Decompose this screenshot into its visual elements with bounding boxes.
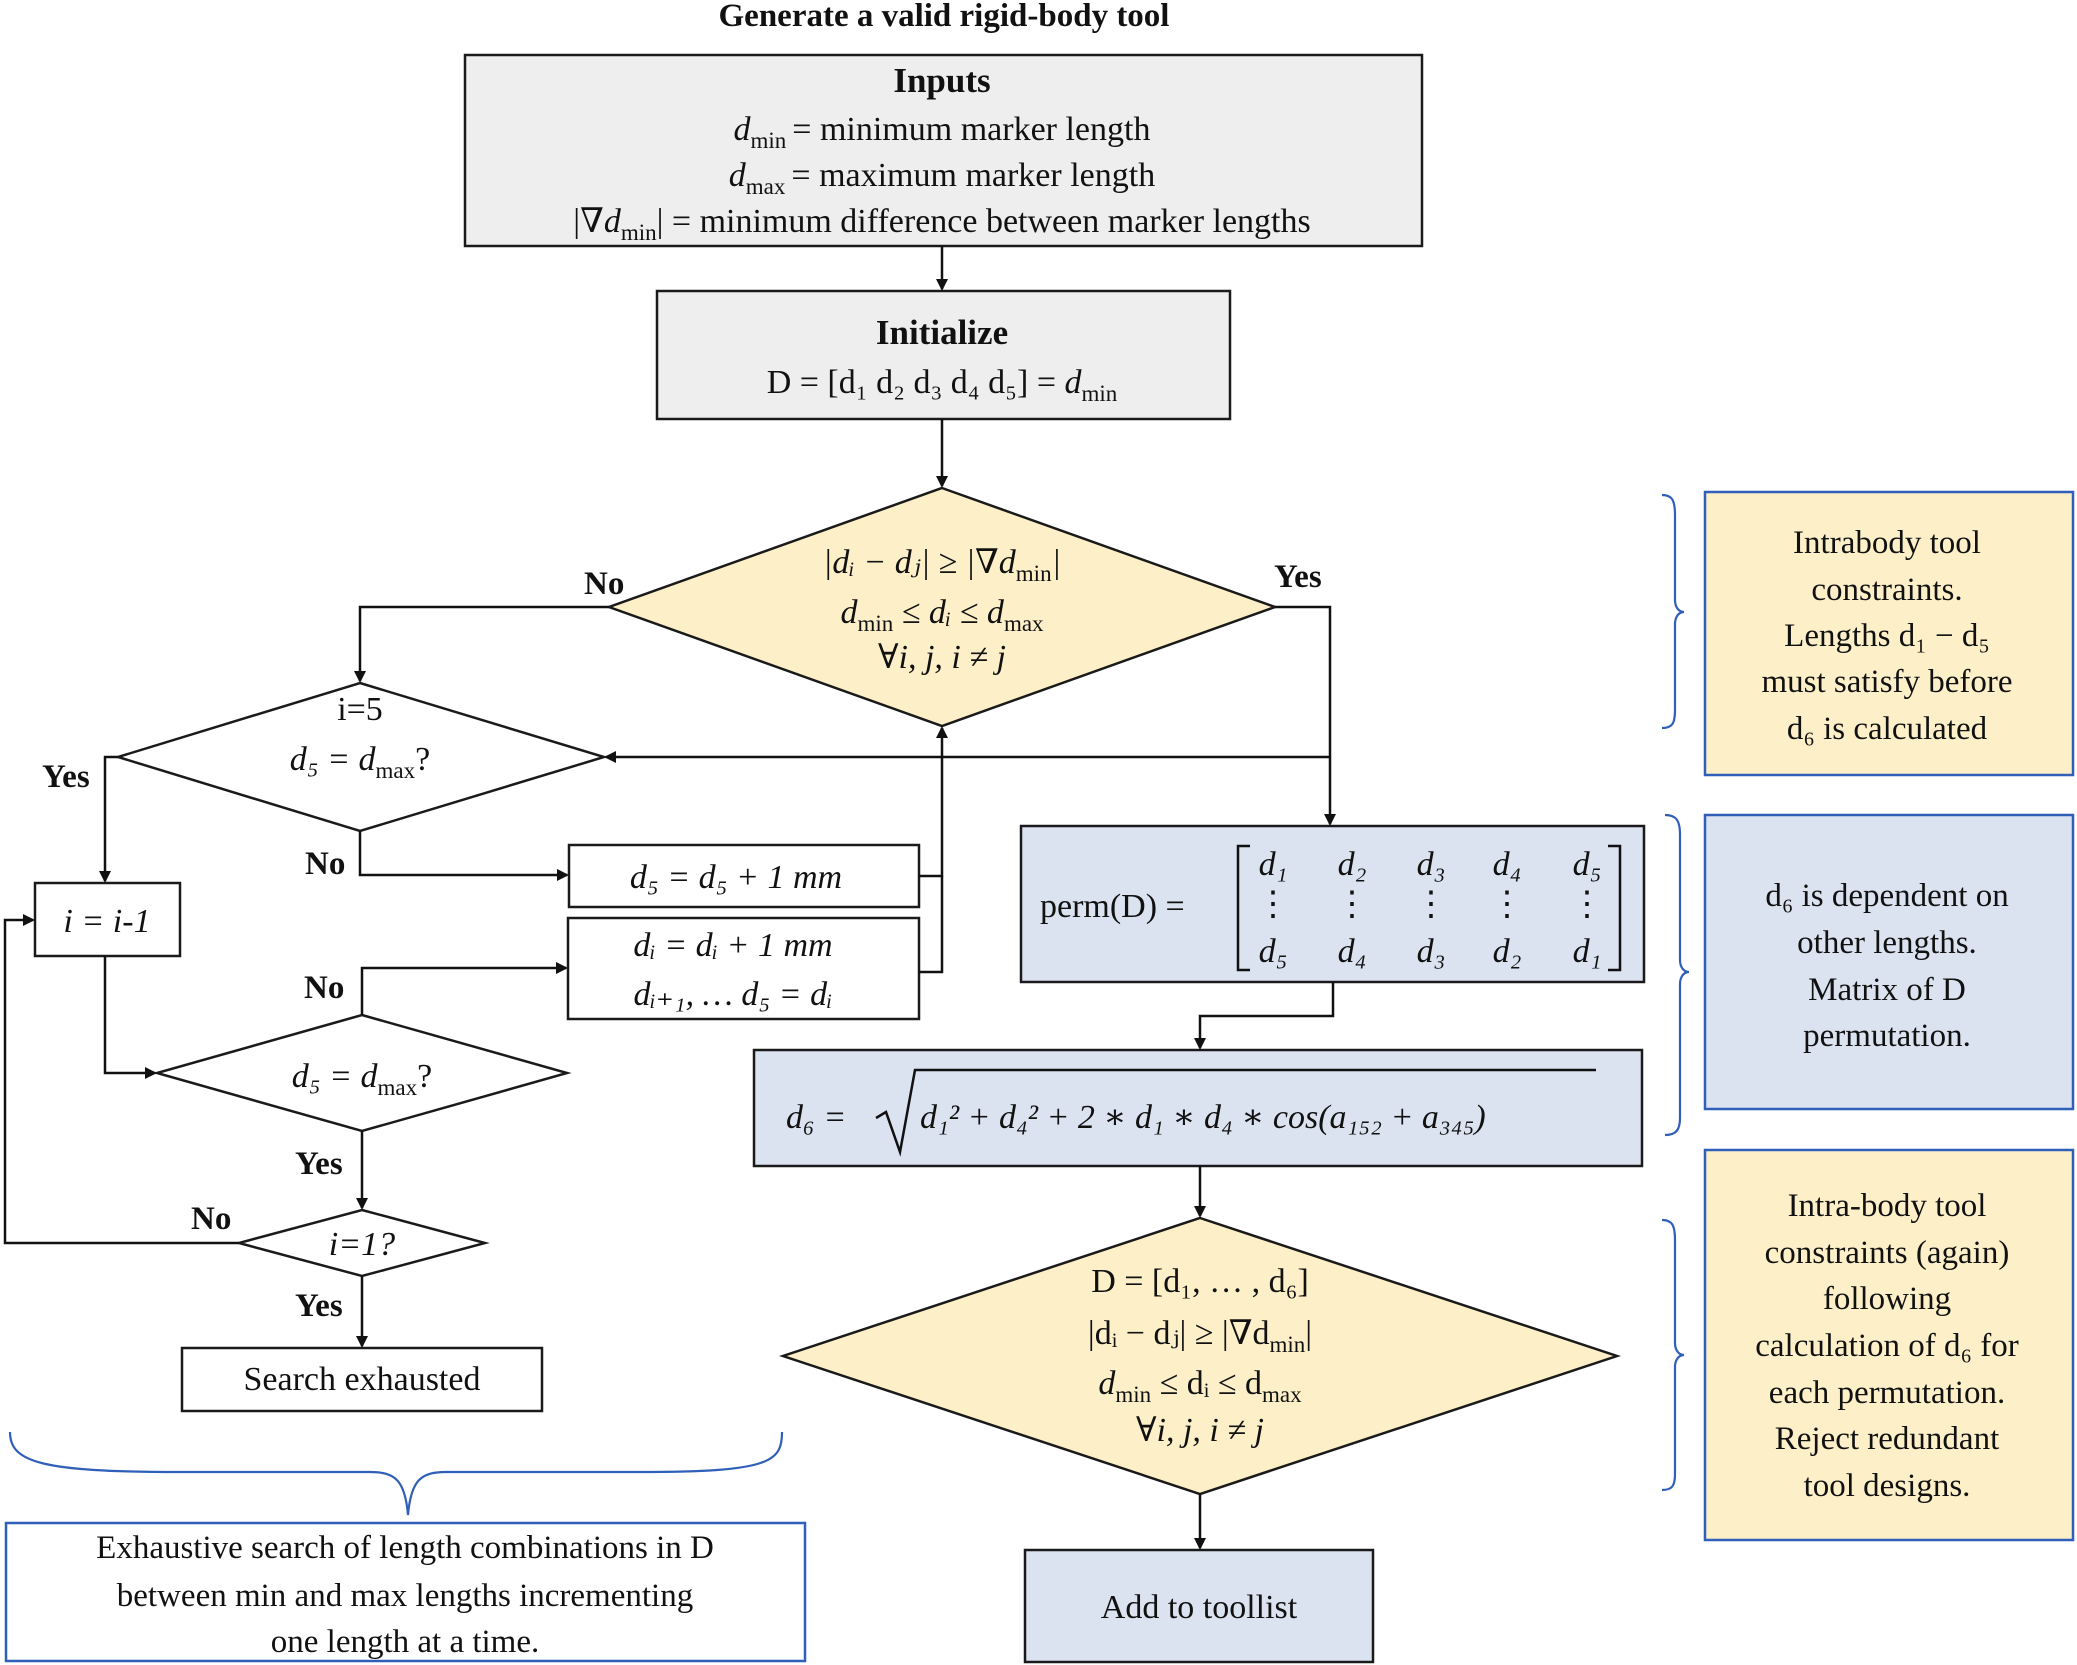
constraint-yes-label: Yes: [1274, 559, 1322, 595]
check-i5-line2: d₅ = dmax?: [290, 741, 430, 783]
constraint-no-label: No: [584, 566, 624, 602]
exhaustive-note-box: Exhaustive search of length combinations…: [4, 1521, 807, 1663]
svg-text:d₄: d₄: [1493, 846, 1522, 883]
exhaustive-note-line2: between min and max lengths incrementing: [117, 1578, 693, 1614]
note-dependent-line4: permutation.: [1803, 1018, 1971, 1054]
decrement-i-box: i = i-1: [33, 881, 182, 958]
increment-d5-box: d₅ = d₅ + 1 mm: [567, 843, 921, 909]
note-intra-again: Intra-body tool constraints (again) foll…: [1703, 1148, 2075, 1542]
d6-formula-rhs: d₁² + d₄² + 2 ∗ d₁ ∗ d₄ ∗ cos(a₁₅₂ + a₃₄…: [920, 1099, 1486, 1136]
note-intra-again-line6: Reject redundant: [1775, 1421, 2000, 1457]
d6-formula-lhs: d₆ =: [786, 1099, 846, 1136]
svg-text:d₁: d₁: [1573, 933, 1602, 970]
perm-lhs: perm(D) =: [1040, 888, 1185, 925]
svg-text:⋮: ⋮: [1570, 886, 1604, 923]
note-intra-again-line1: Intra-body tool: [1788, 1188, 1987, 1224]
constraint-line2: dmin ≤ dᵢ ≤ dmax: [840, 594, 1044, 636]
initialize-heading: Initialize: [876, 313, 1008, 352]
check-d5max-text: d₅ = dmax?: [292, 1058, 432, 1100]
increment-di-line2: dᵢ₊₁, … d₅ = dᵢ: [633, 976, 832, 1013]
svg-text:⋮: ⋮: [1414, 886, 1448, 923]
note-intrabody-line1: Intrabody tool: [1793, 525, 1981, 561]
svg-text:d₃: d₃: [1417, 846, 1446, 883]
initialize-formula: D = [d₁ d₂ d₃ d₄ d₅] = dmin: [767, 364, 1118, 406]
final-check-line2: |dᵢ − dⱼ| ≥ |∇dmin|: [1088, 1315, 1312, 1357]
check-i5-diamond: i=5 d₅ = dmax?: [113, 681, 609, 833]
increment-di-no-label: No: [304, 970, 344, 1006]
perm-matrix-row1: d₁ d₂ d₃ d₄ d₅: [1259, 846, 1602, 883]
svg-text:d₅: d₅: [1573, 846, 1602, 883]
perm-box: perm(D) = d₁ d₂ d₃ d₄ d₅ ⋮ ⋮ ⋮ ⋮ ⋮ d₅ d₄…: [1019, 824, 1646, 984]
check-d5max-yes-label: Yes: [295, 1146, 343, 1182]
note-intrabody-line3: Lengths d₁ − d₅: [1784, 618, 1990, 654]
svg-text:d₃: d₃: [1417, 933, 1446, 970]
inputs-box: Inputs dmin= minimum marker length dmax=…: [463, 53, 1424, 248]
constraint-line1: |dᵢ − dⱼ| ≥ |∇dmin|: [823, 544, 1061, 586]
svg-text:d₅: d₅: [1259, 933, 1288, 970]
check-i1-text: i=1?: [329, 1226, 395, 1263]
inputs-heading: Inputs: [893, 61, 990, 100]
note-intra-again-line4: calculation of d₆ for: [1755, 1328, 2018, 1364]
check-i5-line1: i=5: [337, 691, 383, 728]
note-intrabody: Intrabody tool constraints. Lengths d₁ −…: [1703, 490, 2075, 777]
inputs-line-dmin: dmin= minimum marker length: [734, 111, 1151, 153]
sqrt-sign: [875, 1068, 1596, 1157]
perm-matrix-row3: d₅ d₄ d₃ d₂ d₁: [1259, 933, 1602, 970]
increment-d5-text: d₅ = d₅ + 1 mm: [630, 859, 842, 896]
right-brace-1: [1661, 493, 1685, 730]
left-brace: [8, 1431, 784, 1516]
note-intra-again-line7: tool designs.: [1804, 1468, 1971, 1504]
check-d5max-diamond: d₅ = dmax?: [152, 1013, 572, 1133]
final-check-line3: dmin ≤ dᵢ ≤ dmax: [1098, 1365, 1302, 1407]
note-intrabody-line5: d₆ is calculated: [1787, 711, 1988, 747]
check-i1-yes-label: Yes: [295, 1288, 343, 1324]
svg-text:d₂: d₂: [1338, 846, 1367, 883]
check-i1-no-label: No: [191, 1201, 231, 1237]
note-dependent: d₆ is dependent on other lengths. Matrix…: [1703, 813, 2075, 1111]
decrement-i-text: i = i-1: [63, 903, 150, 940]
final-check-line4: ∀i, j, i ≠ j: [1136, 1412, 1264, 1449]
note-intra-again-line2: constraints (again): [1765, 1235, 2010, 1271]
check-i1-diamond: i=1?: [234, 1208, 490, 1278]
note-dependent-line2: other lengths.: [1797, 925, 1977, 961]
note-intra-again-line5: each permutation.: [1769, 1375, 2005, 1411]
svg-text:⋮: ⋮: [1335, 886, 1369, 923]
note-intrabody-line4: must satisfy before: [1761, 664, 2012, 700]
increment-di-box: dᵢ = dᵢ + 1 mm dᵢ₊₁, … d₅ = dᵢ: [566, 916, 921, 1021]
perm-matrix-row2: ⋮ ⋮ ⋮ ⋮ ⋮: [1256, 886, 1604, 923]
constraint-check-diamond: |dᵢ − dⱼ| ≥ |∇dmin| dmin ≤ dᵢ ≤ dmax ∀i,…: [605, 486, 1279, 728]
exhaustive-note-line1: Exhaustive search of length combinations…: [96, 1530, 714, 1566]
increment-di-line1: dᵢ = dᵢ + 1 mm: [633, 927, 832, 964]
svg-text:⋮: ⋮: [1490, 886, 1524, 923]
right-brace-2: [1664, 813, 1690, 1137]
search-exhausted-box: Search exhausted: [180, 1346, 544, 1413]
note-intra-again-line3: following: [1823, 1281, 1951, 1317]
search-exhausted-text: Search exhausted: [244, 1361, 481, 1398]
right-brace-3: [1661, 1218, 1685, 1492]
exhaustive-note-line3: one length at a time.: [271, 1624, 540, 1660]
check-i5-no-label: No: [305, 846, 345, 882]
svg-text:d₂: d₂: [1493, 933, 1522, 970]
constraint-line3: ∀i, j, i ≠ j: [878, 639, 1006, 676]
add-toollist-text: Add to toollist: [1101, 1589, 1298, 1626]
note-dependent-line3: Matrix of D: [1808, 972, 1966, 1008]
add-toollist-box: Add to toollist: [1023, 1548, 1375, 1664]
svg-text:d₄: d₄: [1338, 933, 1367, 970]
diagram-title: Generate a valid rigid-body tool: [719, 0, 1170, 34]
note-intrabody-line2: constraints.: [1811, 572, 1962, 608]
inputs-line-dmax: dmax= maximum marker length: [729, 157, 1155, 199]
initialize-box: Initialize D = [d₁ d₂ d₃ d₄ d₅] = dmin: [655, 289, 1232, 421]
check-i5-yes-label: Yes: [42, 759, 90, 795]
connectors: [3, 246, 1336, 1550]
svg-text:d₁: d₁: [1259, 846, 1288, 883]
final-check-line1: D = [d₁, … , d₆]: [1091, 1263, 1309, 1300]
note-dependent-line1: d₆ is dependent on: [1765, 878, 2008, 914]
d6-formula-box: d₆ = d₁² + d₄² + 2 ∗ d₁ ∗ d₄ ∗ cos(a₁₅₂ …: [752, 1048, 1644, 1168]
inputs-line-grad: |∇dmin| = minimum difference between mar…: [573, 203, 1310, 245]
svg-text:⋮: ⋮: [1256, 886, 1290, 923]
final-check-diamond: D = [d₁, … , d₆] |dᵢ − dⱼ| ≥ |∇dmin| dmi…: [779, 1216, 1621, 1496]
